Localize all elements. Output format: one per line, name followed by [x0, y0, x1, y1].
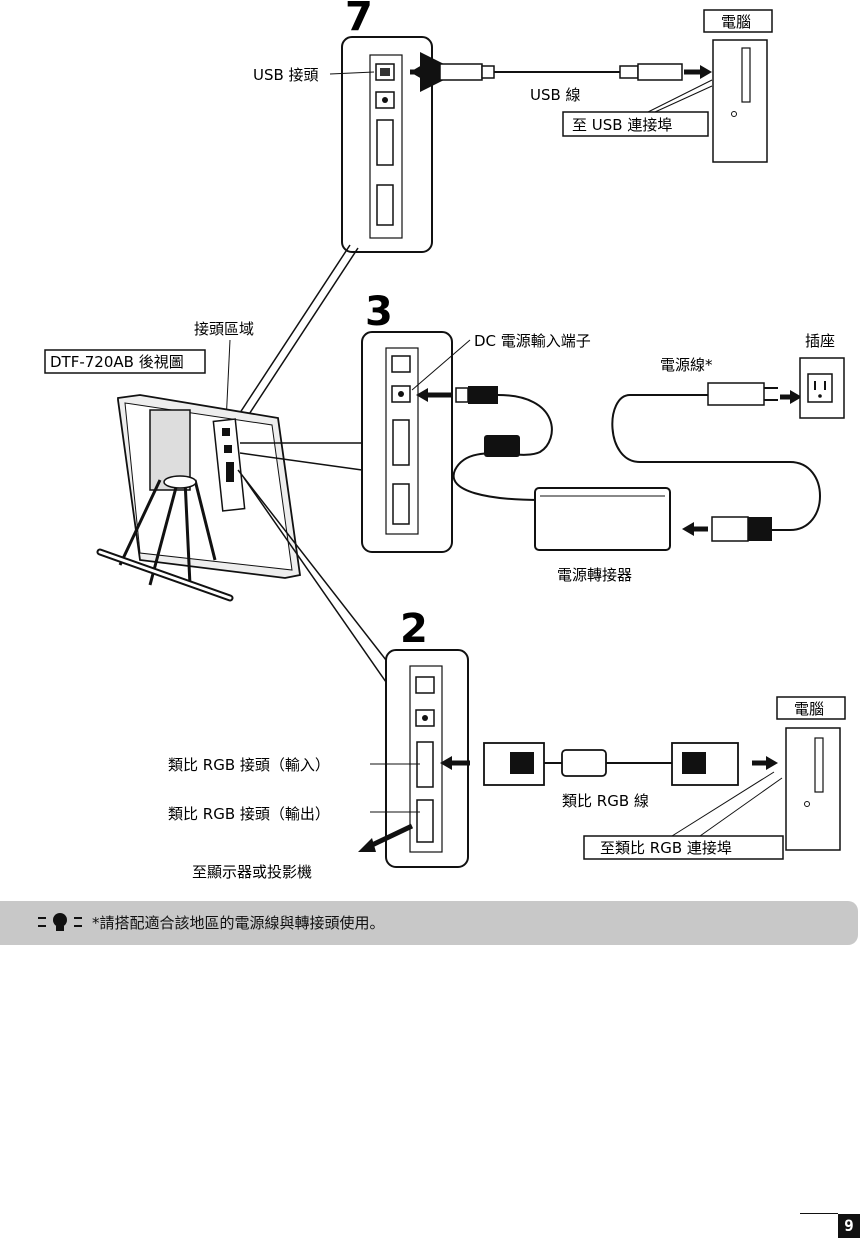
to-display-label: 至顯示器或投影機 — [192, 863, 312, 881]
power-adapter — [535, 488, 670, 550]
step-number-7: 7 — [345, 0, 373, 40]
usb-cable — [410, 64, 712, 80]
rgb-in-label: 類比 RGB 接頭（輸入） — [168, 756, 330, 774]
panel-power — [362, 332, 452, 552]
page-number: 9 — [838, 1214, 860, 1238]
power-cord-label: 電源線* — [660, 356, 713, 374]
dc-input-label: DC 電源輸入端子 — [474, 332, 591, 350]
outlet-label: 插座 — [805, 332, 835, 350]
tip-lightbulb-icon — [36, 910, 84, 934]
computer-bottom — [777, 697, 845, 850]
page-rule — [800, 1213, 838, 1214]
note-text: *請搭配適合該地區的電源線與轉接頭使用。 — [92, 912, 385, 933]
monitor-rear-illustration — [100, 395, 300, 598]
step-number-3: 3 — [365, 289, 393, 335]
usb-connector-label: USB 接頭 — [253, 66, 319, 84]
computer-bottom-label: 電腦 — [794, 700, 824, 718]
to-usb-port-label: 至 USB 連接埠 — [572, 116, 672, 134]
rgb-cable — [440, 743, 778, 785]
usb-cable-label: USB 線 — [530, 86, 581, 104]
adapter-label: 電源轉接器 — [557, 566, 632, 584]
computer-top — [704, 10, 772, 162]
rear-view-label: DTF-720AB 後視圖 — [50, 353, 184, 371]
computer-top-label: 電腦 — [721, 13, 751, 31]
rgb-out-label: 類比 RGB 接頭（輸出） — [168, 805, 330, 823]
connector-area-label: 接頭區域 — [194, 320, 254, 338]
outlet — [800, 358, 844, 418]
to-rgb-port-label: 至類比 RGB 連接埠 — [600, 839, 732, 857]
step-number-2: 2 — [400, 606, 428, 652]
rgb-cable-label: 類比 RGB 線 — [562, 792, 649, 810]
